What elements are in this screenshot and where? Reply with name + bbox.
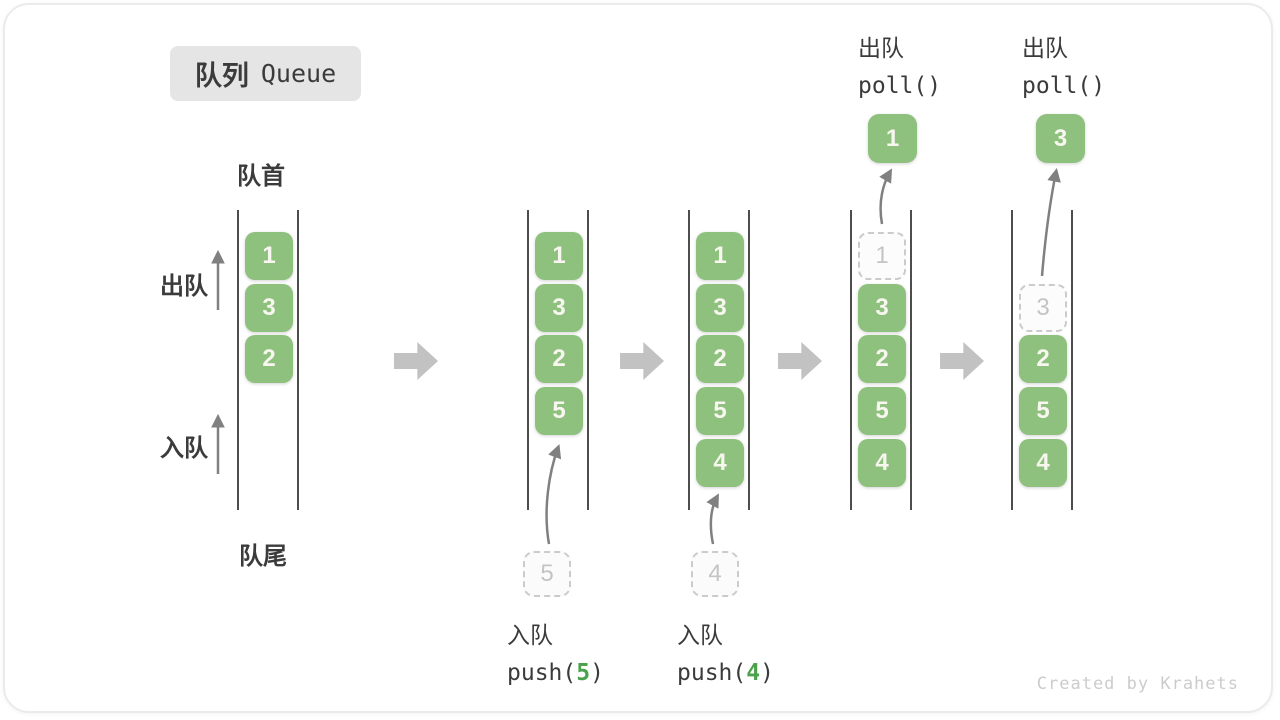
push-code-arg: 5 xyxy=(576,660,591,686)
push-code-after: ) xyxy=(760,660,774,686)
queue-slot-filled: 1 xyxy=(245,232,293,280)
queue-slot-filled: 2 xyxy=(696,335,744,383)
push-label-zh: 入队 xyxy=(507,622,553,648)
queue-slot-filled: 1 xyxy=(696,232,744,280)
queue-slot-filled: 5 xyxy=(858,387,906,435)
label-queue-rear: 队尾 xyxy=(239,543,287,570)
queue-slot-filled: 3 xyxy=(245,284,293,332)
queue-slot-filled: 4 xyxy=(858,439,906,487)
queue-slot-filled: 2 xyxy=(858,335,906,383)
watermark: Created by Krahets xyxy=(1036,674,1239,694)
poll-label-code: poll() xyxy=(858,73,942,99)
queue-slot-filled: 4 xyxy=(696,439,744,487)
queue-slot-filled: 3 xyxy=(535,284,583,332)
poll-operation-label: 出队 poll() xyxy=(858,29,941,99)
queue-slot-filled: 5 xyxy=(535,387,583,435)
queue-slot-filled: 2 xyxy=(1019,335,1067,383)
push-operation-label: 入队 push(5) xyxy=(507,616,604,686)
push-label-code: push(5) xyxy=(507,660,604,686)
queue-slot-filled: 2 xyxy=(535,335,583,383)
polled-element-box: 1 xyxy=(868,114,917,163)
label-queue-front: 队首 xyxy=(237,163,285,190)
polled-element-box: 3 xyxy=(1036,114,1085,163)
incoming-element-box: 4 xyxy=(691,551,739,597)
push-code-before: push( xyxy=(677,660,747,686)
label-enqueue-side: 入队 xyxy=(160,435,208,462)
push-operation-label: 入队 push(4) xyxy=(677,616,774,686)
title-badge: 队列 Queue xyxy=(170,46,361,101)
queue-slot-filled: 4 xyxy=(1019,439,1067,487)
queue-slot-filled: 3 xyxy=(696,284,744,332)
push-code-before: push( xyxy=(507,660,577,686)
title-zh: 队列 xyxy=(194,61,249,91)
push-label-zh: 入队 xyxy=(677,622,723,648)
push-code-after: ) xyxy=(590,660,604,686)
queue-slot-ghost: 3 xyxy=(1019,284,1067,332)
queue-slot-filled: 2 xyxy=(245,335,293,383)
title-en: Queue xyxy=(260,59,337,88)
poll-operation-label: 出队 poll() xyxy=(1022,29,1105,99)
poll-label-zh: 出队 xyxy=(858,35,904,61)
poll-label-code: poll() xyxy=(1022,73,1106,99)
label-dequeue-side: 出队 xyxy=(160,273,208,300)
push-code-arg: 4 xyxy=(746,660,761,686)
queue-slot-filled: 1 xyxy=(535,232,583,280)
queue-slot-filled: 5 xyxy=(696,387,744,435)
incoming-element-box: 5 xyxy=(523,551,571,597)
queue-slot-filled: 3 xyxy=(858,284,906,332)
push-label-code: push(4) xyxy=(677,660,774,686)
queue-slot-ghost: 1 xyxy=(858,232,906,280)
poll-label-zh: 出队 xyxy=(1022,35,1068,61)
queue-slot-filled: 5 xyxy=(1019,387,1067,435)
